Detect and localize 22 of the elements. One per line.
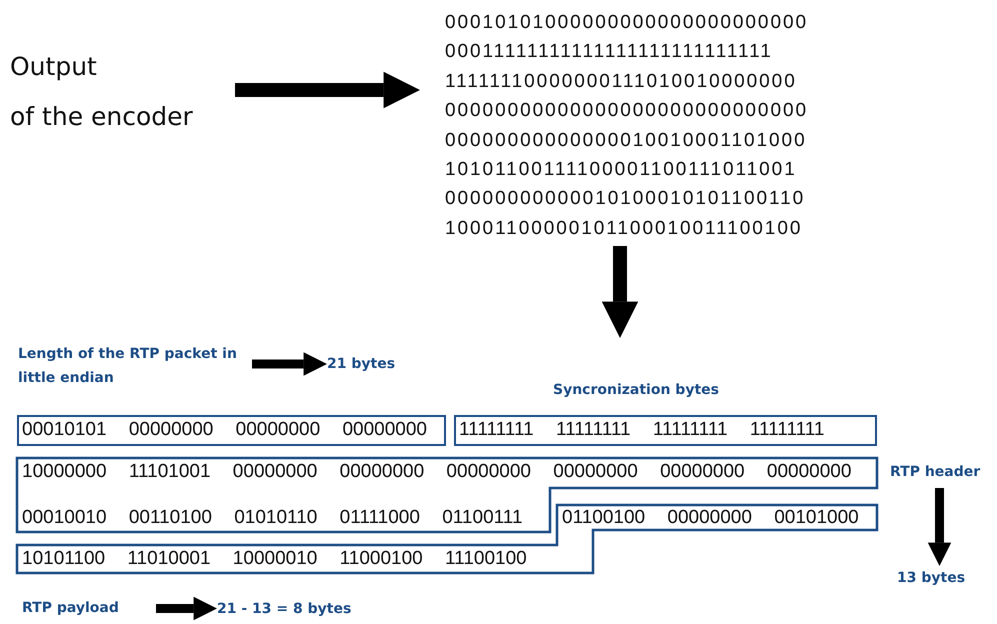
note-text: RTP payload [22,596,156,620]
note-text: 21 bytes [327,352,422,376]
byte-row-frame: 00010101 00000000 00000000 00000000 [17,415,446,446]
heading-text: Output of the encoder [10,40,235,140]
arrow [156,596,217,620]
byte-row-frame: 11111111 11111111 11111111 11111111 [454,415,877,446]
binary-row: 10101100 11010001 10000010 11000100 11100100 [22,547,527,571]
arrow [235,72,420,108]
note-text: 13 bytes [897,566,982,590]
note-text: 21 - 13 = 8 bytes [217,597,392,621]
binary-row: 10000000 11101001 00000000 00000000 00000000 00000000 00000000 00000000 [22,460,852,484]
binary-output: 00010101000000000000000000000 00011111111111111111111111111 11111110000000111010010000000 00000000000000000000000000000 00000000000000010010001101000 10101100111100001100111011001 00000000000010100010101100110 10001100000101100010011100100 [420,6,815,246]
binary-row: 01100100 00000000 00101000 [562,506,859,530]
arrow [928,488,952,566]
section-label: Syncronization bytes [553,381,719,400]
note-text: Length of the RTP packet in little endian [18,342,252,390]
note-text: RTP header [890,460,995,488]
arrow [252,352,327,376]
rtp-header-region [17,458,877,532]
binary-row: 00010010 00110100 01010110 01111000 01100111 [22,506,523,530]
arrow [602,246,638,338]
rtp-payload-region [17,505,877,573]
